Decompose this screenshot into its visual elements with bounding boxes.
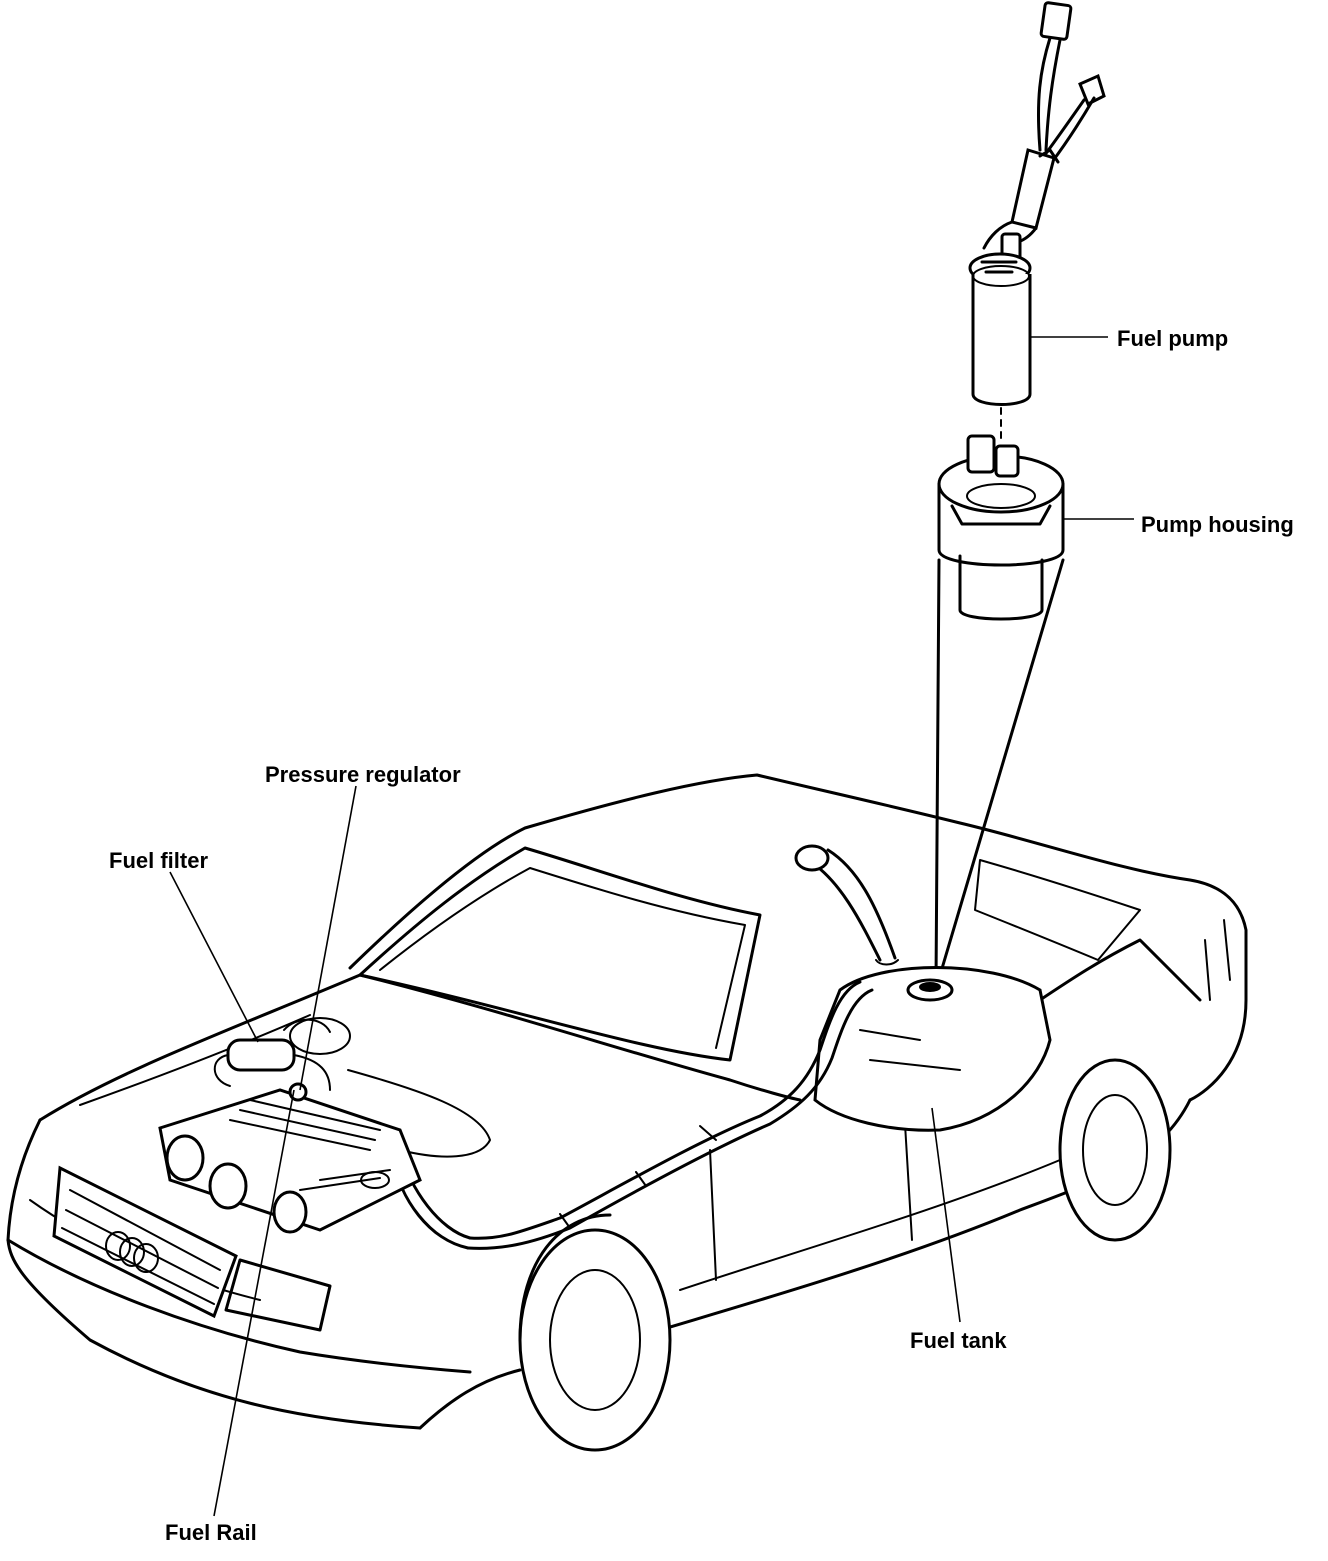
leader-pressure-regulator <box>299 785 357 1091</box>
label-fuel-rail: Fuel Rail <box>165 1520 257 1545</box>
label-pump-housing: Pump housing <box>1141 512 1294 537</box>
pressure-regulator <box>283 1017 351 1102</box>
pump-housing <box>934 407 1134 984</box>
fuel-filter <box>213 1038 331 1091</box>
fuel-lines <box>347 980 874 1250</box>
fuel-tank <box>813 966 1052 1132</box>
engine <box>158 1088 422 1234</box>
label-pressure-regulator: Pressure regulator <box>265 762 461 787</box>
label-fuel-tank: Fuel tank <box>910 1328 1007 1353</box>
rear-wheel <box>1058 1058 1172 1242</box>
fuel-pump-wiring <box>982 1 1106 264</box>
label-fuel-filter: Fuel filter <box>109 848 209 873</box>
filler-neck <box>794 844 899 966</box>
label-fuel-pump: Fuel pump <box>1117 326 1229 351</box>
leader-fuel-rail <box>213 1089 295 1517</box>
front-wheel <box>518 1213 672 1452</box>
leader-fuel-filter <box>169 871 259 1043</box>
car-body <box>6 773 1248 1430</box>
leader-fuel-tank <box>931 1107 961 1323</box>
fuel-pump <box>968 252 1108 406</box>
